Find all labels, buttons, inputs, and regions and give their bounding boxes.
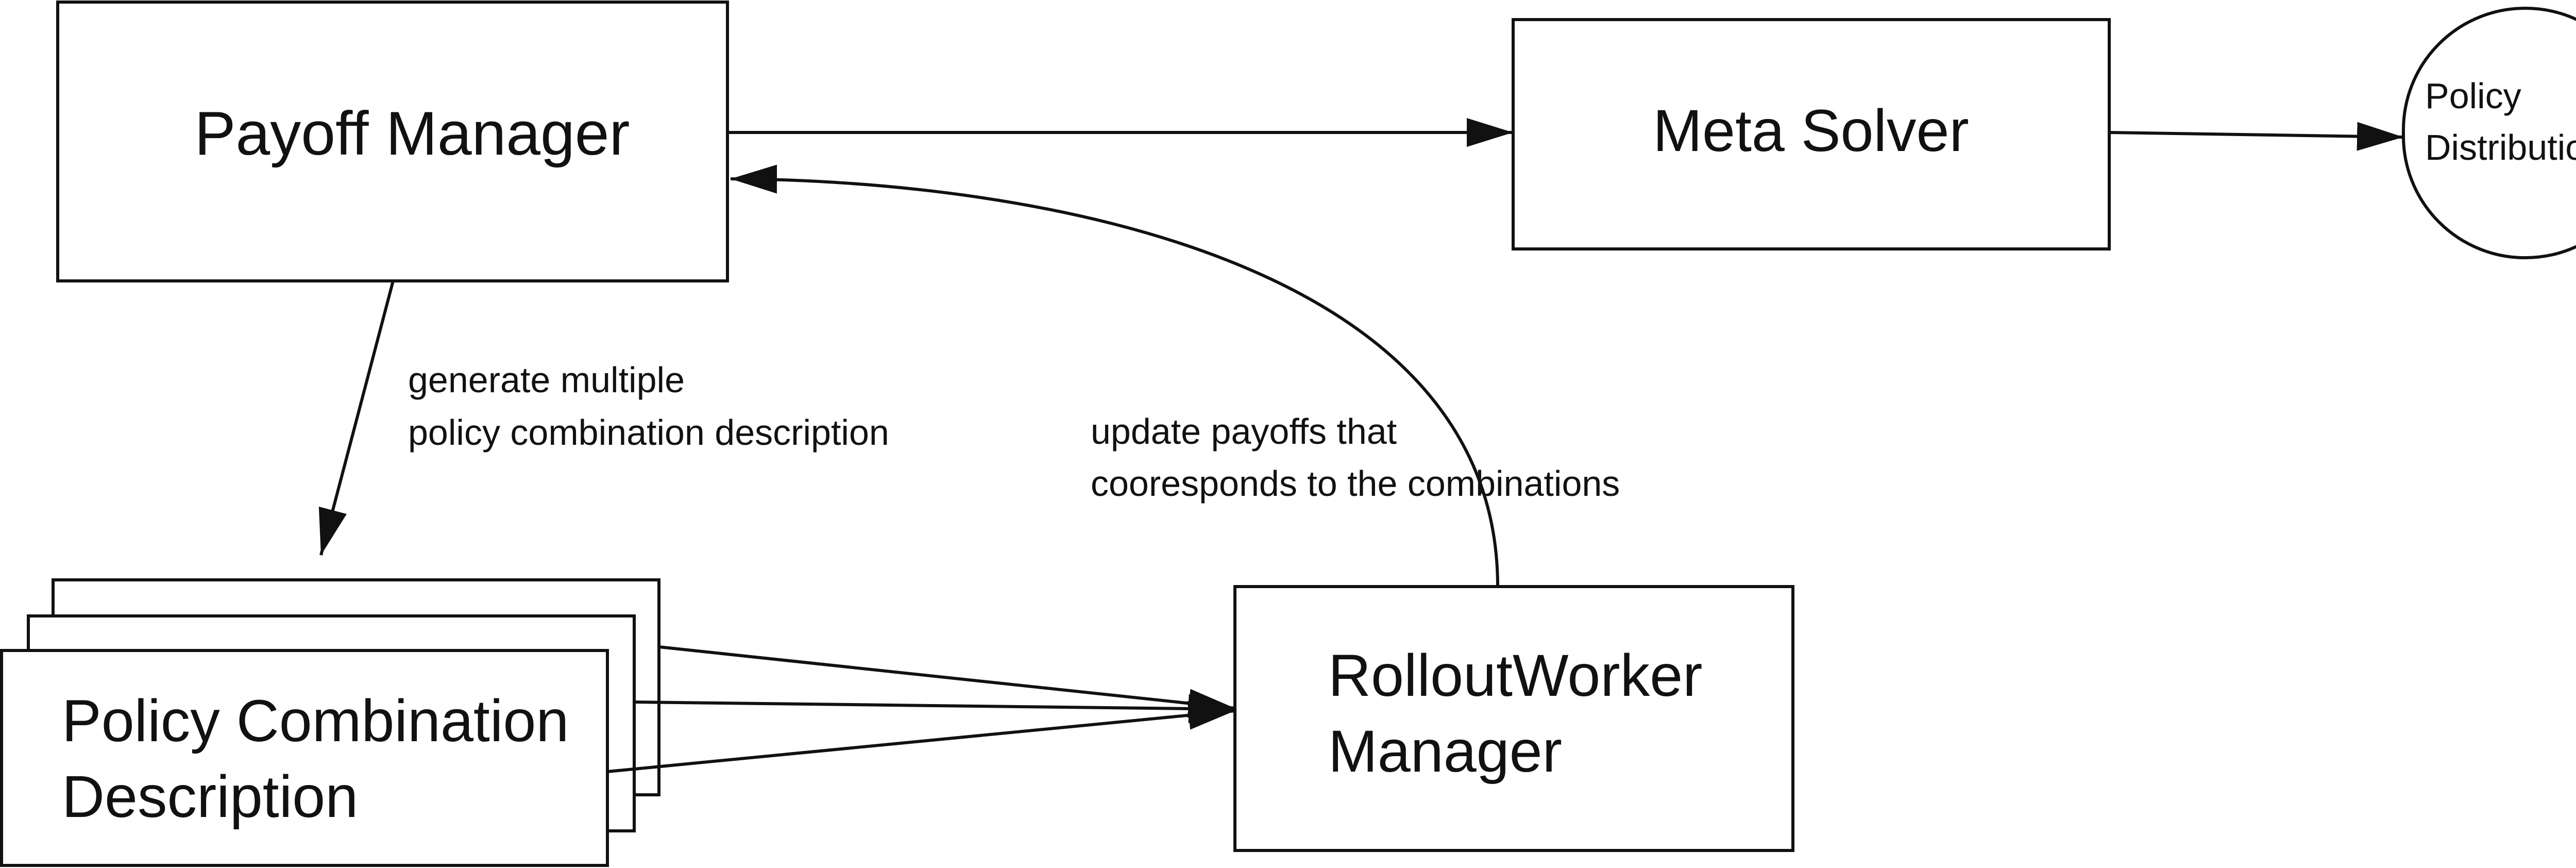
payoff-manager-box	[56, 1, 729, 282]
policy-distribution-circle	[2402, 7, 2576, 259]
arrow-payoff-to-policy-combination	[318, 280, 395, 556]
policy-combination-label-line2: Description	[62, 764, 358, 830]
update-edge-label-line2: cooresponds to the combinations	[1091, 463, 1620, 504]
rollout-worker-manager-label-line2: Manager	[1328, 719, 1562, 784]
generate-edge-label-line1: generate multiple	[408, 360, 685, 400]
update-edge-label-line1: update payoffs that	[1091, 411, 1397, 452]
rollout-worker-manager-node: RolloutWorker Manager	[1233, 585, 1794, 852]
arrow-policy-middle-to-rollout	[634, 694, 1235, 723]
policy-distribution-label-line1: Policy	[2425, 76, 2521, 116]
payoff-manager-label: Payoff Manager	[195, 99, 630, 168]
generate-edge-label-line2: policy combination description	[408, 412, 889, 453]
rollout-worker-manager-label-line1: RolloutWorker	[1328, 643, 1702, 709]
payoff-manager-node: Payoff Manager	[56, 1, 729, 282]
arrow-rollout-to-payoff	[730, 164, 1499, 587]
arrow-meta-solver-to-distribution	[2109, 122, 2404, 151]
arrow-policy-back-to-rollout	[658, 645, 1235, 718]
meta-solver-box	[1512, 18, 2111, 251]
rollout-worker-manager-box	[1233, 585, 1794, 852]
policy-combination-front-box	[0, 649, 609, 867]
policy-combination-stack: Policy Combination Description	[0, 578, 660, 867]
arrow-policy-front-to-rollout	[607, 700, 1235, 773]
meta-solver-label: Meta Solver	[1653, 98, 1969, 164]
policy-distribution-node: Policy Distribution	[2402, 7, 2576, 259]
policy-combination-label-line1: Policy Combination	[62, 688, 569, 754]
meta-solver-node: Meta Solver	[1512, 18, 2111, 251]
policy-distribution-label-line2: Distribution	[2425, 127, 2576, 168]
